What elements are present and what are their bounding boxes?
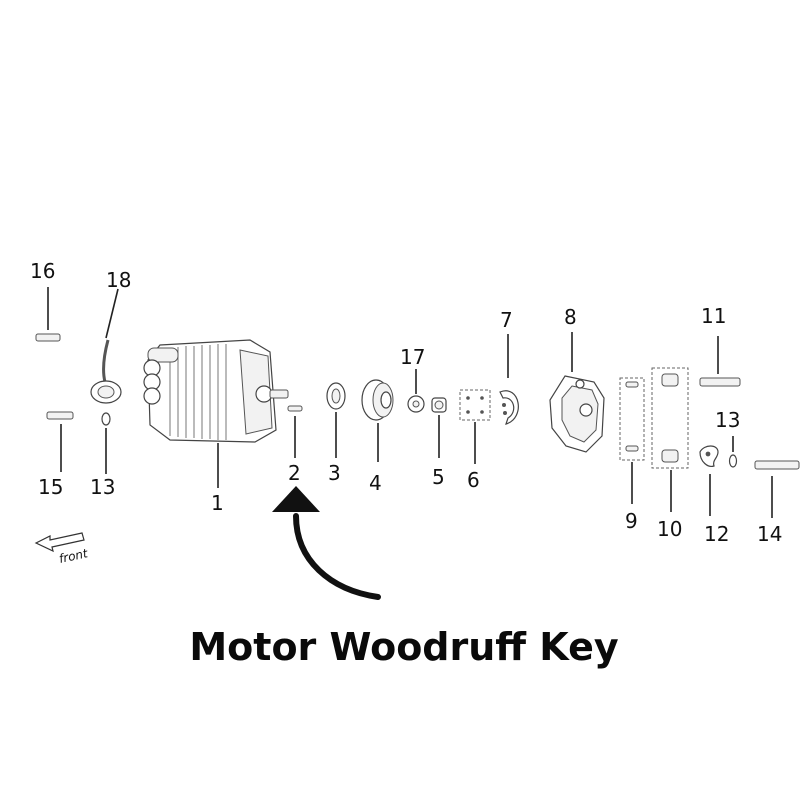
part-11-bolt: [699, 336, 741, 387]
part-2-woodruff-key: [287, 405, 303, 458]
part-8-gear-cover: [549, 332, 605, 453]
part-9-spacer-set: [619, 377, 645, 504]
part-16-pin: [35, 287, 61, 342]
label-2: 2: [288, 461, 301, 485]
label-7: 7: [500, 308, 513, 332]
callout-arrow-icon: [272, 486, 381, 600]
label-16: 16: [30, 259, 55, 283]
part-18-sensor-cable: [90, 288, 122, 404]
label-12: 12: [704, 522, 729, 546]
part-13-washer-left: [101, 412, 111, 474]
part-3-bearing: [326, 382, 346, 458]
label-18: 18: [106, 268, 131, 292]
label-10: 10: [657, 517, 682, 541]
label-5: 5: [432, 465, 445, 489]
front-direction-arrow-icon: [34, 532, 85, 553]
label-13-left: 13: [90, 475, 115, 499]
label-17: 17: [400, 345, 425, 369]
part-1-motor: [143, 339, 289, 488]
label-9: 9: [625, 509, 638, 533]
label-8: 8: [564, 305, 577, 329]
part-14-bolt: [754, 460, 800, 518]
front-label: front: [58, 546, 90, 566]
label-13-right: 13: [715, 408, 740, 432]
label-6: 6: [467, 468, 480, 492]
part-13-washer-right: [728, 436, 738, 468]
label-1: 1: [211, 491, 224, 515]
part-4-pulley: [361, 379, 394, 462]
part-12-tensioner-link: [699, 445, 719, 516]
label-3: 3: [328, 461, 341, 485]
label-14: 14: [757, 522, 782, 546]
part-10-bushing-set: [651, 367, 689, 512]
part-6-bracket-plate: [459, 389, 491, 464]
part-5-nut: [431, 397, 447, 458]
label-15: 15: [38, 475, 63, 499]
part-15-pin: [46, 411, 74, 472]
part-7-retaining-clip: [499, 334, 519, 425]
caption-title: Motor Woodruff Key: [189, 625, 618, 669]
label-4: 4: [369, 471, 382, 495]
part-17-washer: [407, 369, 425, 413]
label-11: 11: [701, 304, 726, 328]
